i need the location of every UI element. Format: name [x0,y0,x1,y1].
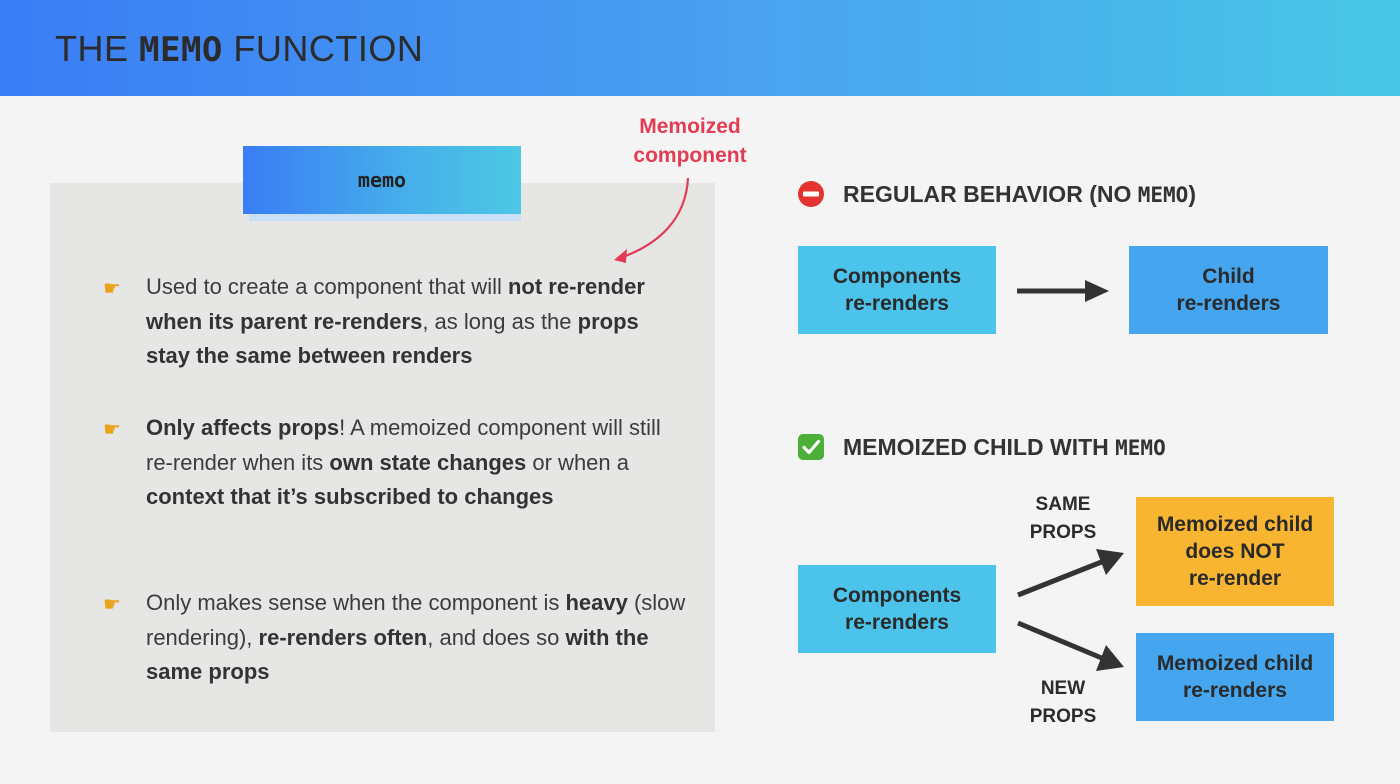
title-suffix: FUNCTION [222,28,424,69]
box-line-3: re-render [1188,567,1282,590]
pointing-hand-icon: ☛ [103,419,121,441]
box-line-1: Components [832,584,962,607]
box-line-1: Memoized child [1156,513,1314,536]
label-line-2: PROPS [1029,706,1097,727]
annotation-line-2: component [633,144,747,167]
memoized-child-rerenders-box: Memoized child re-renders [1136,633,1334,721]
memo-description-panel [50,183,715,732]
memoized-title-code: MEMO [1115,436,1166,460]
bullet-3: Only makes sense when the component is h… [146,586,686,690]
box-line-2: re-renders [1183,679,1287,702]
bullet-2-bold-2: own state changes [329,449,527,475]
bullet-3-text: Only makes sense when the component is [146,590,566,615]
bullet-1-text: Used to create a component that will [146,274,508,299]
bullet-1: Used to create a component that will not… [146,270,686,374]
same-props-arrow [1017,558,1105,598]
bullet-2: Only affects props! A memoized component… [146,411,686,515]
new-props-arrow [1017,620,1105,662]
regular-behavior-title: REGULAR BEHAVIOR (NO MEMO) [843,181,1196,208]
box-line-2: re-renders [845,611,949,634]
box-line-1: Child [1202,265,1255,288]
annotation-line-1: Memoized [639,115,741,138]
new-props-label: NEW PROPS [1018,675,1108,731]
branch-arrows [1017,549,1124,671]
slide-title: THE MEMO FUNCTION [55,28,423,70]
bullet-1-bold-2: props stay the same between renders [146,308,639,369]
check-mark-icon [798,434,824,460]
label-line-1: SAME [1035,494,1091,515]
bullet-2-bold-3: context that it’s subscribed to changes [146,484,554,509]
bullet-1-bold: not re-render when its parent re-renders [146,274,645,334]
box-line-2: does NOT [1185,540,1285,563]
memo-label: memo [243,146,521,214]
bullet-3-bold-3: with the same props [146,624,649,685]
pointing-hand-icon: ☛ [103,278,121,300]
components-rerenders-box: Components re-renders [798,246,996,334]
memoized-child-title: MEMOIZED CHILD WITH MEMO [843,434,1166,461]
regular-title-code: MEMO [1137,183,1189,207]
memoized-component-annotation: Memoized component [620,112,760,170]
pointing-hand-icon: ☛ [103,594,121,616]
bullet-3-bold: heavy [565,590,628,615]
label-line-1: NEW [1040,678,1086,699]
bullet-2-text: ! A memoized component will still re-ren… [146,415,661,475]
bullet-2-text-2: or when a [526,449,629,475]
no-entry-icon [798,181,824,207]
bullet-3-bold-2: re-renders often [258,624,428,650]
bullet-3-text-3: , and does so [427,624,566,650]
right-arrow-icon [1017,280,1109,302]
box-line-1: Components [832,265,962,288]
annotation-arrow [614,177,690,263]
regular-title-suffix: ) [1188,181,1196,207]
box-line-2: re-renders [1176,292,1281,315]
box-line-2: re-renders [845,292,949,315]
components-rerenders-box-2: Components re-renders [798,565,996,653]
bullet-2-bold: Only affects props [146,415,340,440]
bullet-3-text-2: (slow rendering), [146,590,686,650]
child-rerenders-box: Child re-renders [1129,246,1328,334]
title-prefix: THE [55,28,140,69]
same-props-label: SAME PROPS [1018,491,1108,547]
regular-title-prefix: REGULAR BEHAVIOR (NO [843,181,1138,207]
box-line-1: Memoized child [1156,652,1314,675]
bullet-1-text-2: , as long as the [422,308,578,334]
memoized-title-prefix: MEMOIZED CHILD WITH [843,434,1116,460]
memoized-child-no-rerender-box: Memoized child does NOT re-render [1136,497,1334,606]
label-line-2: PROPS [1029,522,1097,543]
slide-header [0,0,1400,96]
title-code: MEMO [139,30,223,70]
